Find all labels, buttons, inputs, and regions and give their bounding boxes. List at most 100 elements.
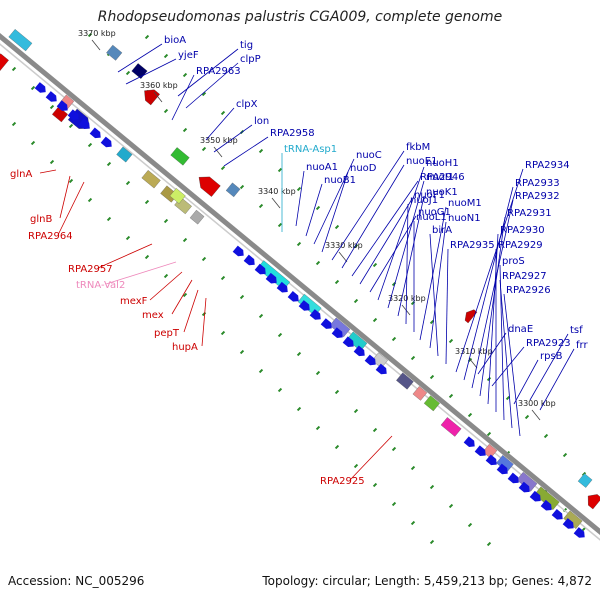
gene-label: proS — [502, 256, 525, 267]
kbp-dot — [543, 433, 549, 439]
gene-label-leader — [455, 168, 524, 373]
kbp-dot — [277, 222, 283, 228]
forward-gene-arrow — [529, 490, 541, 502]
gene-label: RPA2958 — [270, 128, 315, 139]
gene-label-leader — [321, 171, 349, 253]
gene-label: RPA2935 — [450, 240, 495, 251]
kbp-dot — [448, 503, 454, 509]
forward-gene-arrow — [507, 472, 519, 484]
gene-label-leader — [97, 243, 153, 269]
forward-gene-arrow — [540, 499, 552, 511]
gene-label: tRNA-Val2 — [76, 280, 125, 291]
gene-label: RPA2957 — [68, 264, 113, 275]
gene-feature — [8, 29, 33, 52]
kbp-dot — [277, 387, 283, 393]
kbp-dot — [448, 338, 454, 344]
forward-gene-arrow — [474, 445, 486, 457]
gene-label: RPA2933 — [515, 178, 560, 189]
forward-gene-arrow — [309, 309, 321, 320]
kbp-dot — [334, 444, 340, 450]
gene-label: RPA2925 — [320, 476, 365, 487]
kbp-dot — [220, 165, 226, 171]
kbp-dot — [315, 370, 321, 376]
kbp-dot — [429, 539, 435, 545]
gene-label-leader — [125, 58, 177, 85]
gene-label-leader — [429, 221, 447, 349]
kbp-dot — [30, 85, 36, 91]
kbp-dot — [125, 235, 131, 241]
forward-gene-arrow — [331, 327, 343, 338]
gene-feature — [464, 309, 478, 324]
gene-feature — [169, 188, 186, 204]
gene-feature — [440, 417, 462, 437]
gene-label: nuoH1 — [426, 158, 459, 169]
kbp-dot — [429, 374, 435, 380]
gene-label-leader — [305, 183, 323, 237]
kbp-tick-label: 3310 kbp — [455, 347, 493, 356]
kbp-dot — [163, 218, 169, 224]
kbp-dot — [239, 349, 245, 355]
gene-label-leader — [213, 124, 253, 153]
kbp-tick-label: 3320 kbp — [388, 294, 426, 303]
kbp-dot — [144, 34, 150, 40]
forward-gene-arrow — [78, 118, 90, 130]
kbp-dot — [144, 254, 150, 260]
kbp-dot — [201, 91, 207, 97]
kbp-dot — [239, 184, 245, 190]
gene-label: nuoA1 — [306, 162, 338, 173]
kbp-dot — [315, 425, 321, 431]
kbp-dot — [125, 180, 131, 186]
forward-gene-arrow — [342, 336, 354, 348]
kbp-dot — [182, 292, 188, 298]
forward-gene-arrow — [364, 354, 376, 366]
forward-gene-arrow — [232, 245, 244, 257]
kbp-dot — [429, 484, 435, 490]
kbp-dot — [391, 446, 397, 452]
backbone-line — [0, 33, 600, 535]
kbp-dot — [68, 123, 74, 129]
kbp-tick-mark — [468, 357, 478, 369]
gene-label: RPA2934 — [525, 160, 570, 171]
kbp-tick-mark — [271, 197, 281, 209]
kbp-dot — [182, 127, 188, 133]
gene-feature — [141, 170, 161, 189]
gene-label: RPA2923 — [526, 338, 571, 349]
kbp-tick-mark — [531, 409, 541, 421]
gene-feature — [0, 53, 9, 72]
kbp-dot — [562, 452, 568, 458]
forward-gene-arrow — [265, 272, 277, 284]
kbp-dot — [182, 72, 188, 78]
gene-label-leader — [117, 43, 163, 73]
gene-label-leader — [471, 199, 514, 389]
gene-label: nuoL1 — [416, 212, 447, 223]
forward-gene-arrow — [254, 263, 266, 275]
gene-label-leader — [369, 215, 417, 293]
gene-label: RPA2929 — [498, 240, 543, 251]
gene-features — [0, 29, 600, 538]
kbp-dot — [87, 32, 93, 38]
gene-label-leader — [171, 74, 195, 121]
gene-label-leader — [341, 164, 405, 269]
gene-label: pepT — [154, 328, 180, 339]
gene-label: nuoF1 — [414, 190, 445, 201]
kbp-tick-mark — [91, 39, 101, 51]
gene-label: clpP — [240, 54, 261, 65]
forward-gene-arrow — [100, 136, 112, 148]
forward-gene-arrow — [485, 454, 497, 466]
gene-feature — [577, 473, 593, 488]
kbp-dot — [258, 203, 264, 209]
gene-label: rpsB — [540, 351, 563, 362]
gene-label-leader — [57, 181, 85, 236]
gene-feature — [412, 386, 428, 401]
gene-label: yjeF — [178, 50, 199, 61]
kbp-tick-label: 3340 kbp — [258, 187, 296, 196]
kbp-dot — [391, 336, 397, 342]
gene-label: mex — [142, 310, 164, 321]
kbp-tick-label: 3350 kbp — [200, 136, 238, 145]
kbp-dot — [163, 273, 169, 279]
kbp-dot — [410, 465, 416, 471]
gene-feature — [131, 63, 148, 79]
kbp-dot — [372, 427, 378, 433]
